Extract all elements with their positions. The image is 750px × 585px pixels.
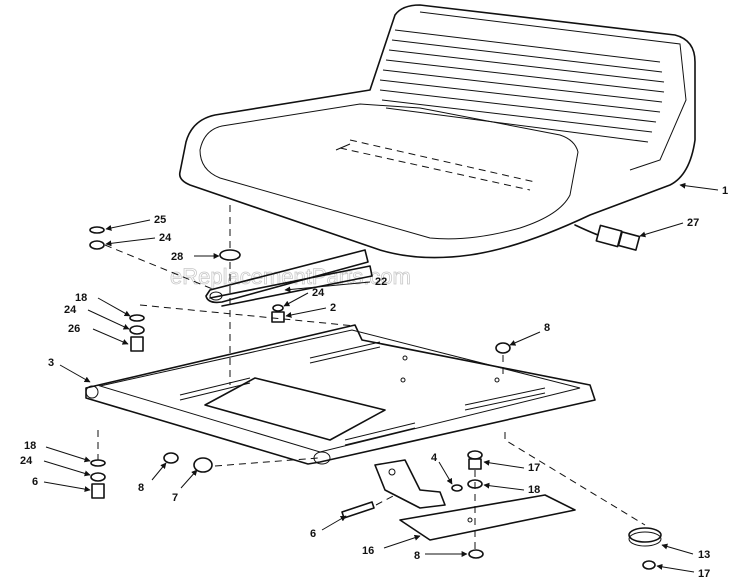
callout-8: 8 — [544, 322, 550, 334]
callout-6: 6 — [310, 528, 316, 540]
callout-18: 18 — [528, 484, 540, 496]
seat-back-ribs — [379, 29, 665, 143]
callout-13: 13 — [698, 549, 710, 561]
callout-3: 3 — [48, 357, 54, 369]
callout-17: 17 — [698, 568, 710, 580]
callout-24: 24 — [312, 287, 325, 299]
callout-8: 8 — [414, 550, 420, 562]
callout-2: 2 — [330, 302, 336, 314]
mounting-plate — [85, 324, 596, 465]
callout-28: 28 — [171, 251, 183, 263]
wire-harness — [574, 224, 641, 251]
callout-6: 6 — [32, 476, 38, 488]
assembly-lines — [97, 205, 646, 552]
leader-lines — [43, 182, 719, 573]
callout-4: 4 — [431, 452, 438, 464]
callout-1: 1 — [722, 185, 728, 197]
bumper — [628, 527, 662, 547]
callout-7: 7 — [172, 492, 178, 504]
callout-24: 24 — [159, 232, 172, 244]
callout-18: 18 — [75, 292, 87, 304]
callout-16: 16 — [362, 545, 374, 557]
callout-22: 22 — [375, 276, 387, 288]
callout-24: 24 — [64, 304, 77, 316]
side-bracket — [374, 459, 446, 509]
hinge-bracket — [205, 249, 373, 307]
callout-25: 25 — [154, 214, 166, 226]
callout-labels: 1 27 25 24 28 22 24 2 18 24 26 3 8 18 24… — [20, 185, 728, 580]
callout-18: 18 — [24, 440, 36, 452]
callout-24: 24 — [20, 455, 33, 467]
pad — [399, 494, 576, 541]
callout-17: 17 — [528, 462, 540, 474]
callout-8: 8 — [138, 482, 144, 494]
callout-27: 27 — [687, 217, 699, 229]
seat — [178, 4, 696, 259]
fasteners — [89, 226, 656, 570]
callout-26: 26 — [68, 323, 80, 335]
